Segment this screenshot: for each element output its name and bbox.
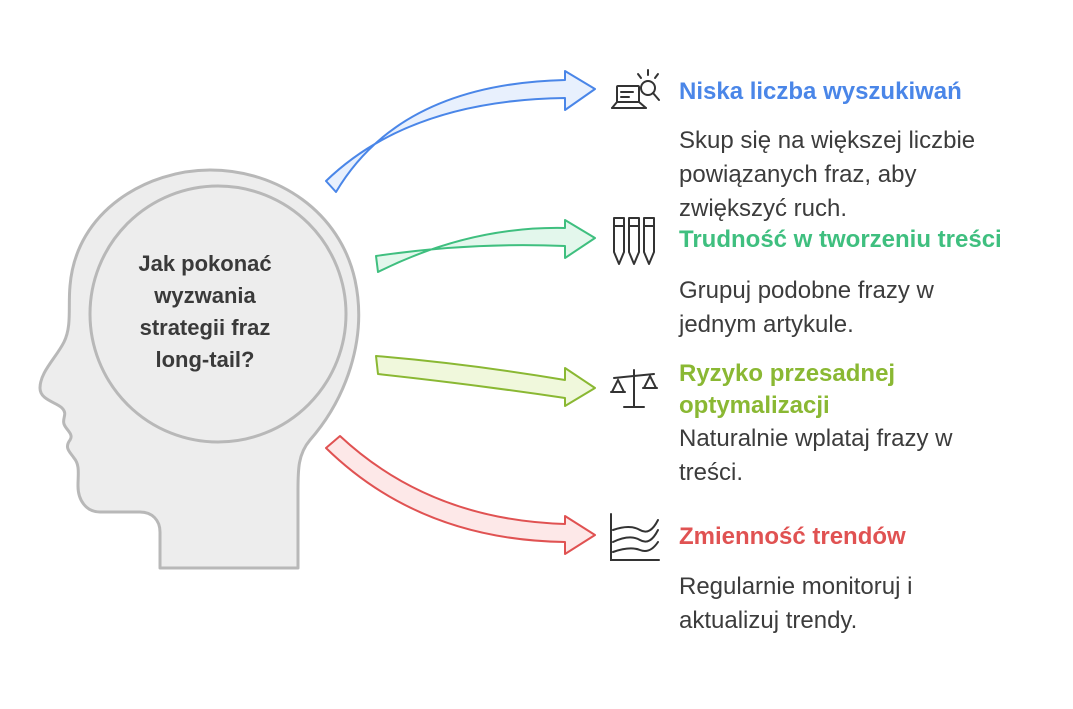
item-description-content-difficulty: Grupuj podobne frazy w jednym artykule. — [679, 277, 934, 338]
item-description-low-search-volume: Skup się na większej liczbie powiązanych… — [679, 127, 976, 222]
arrow-low-search-volume — [325, 70, 596, 193]
item-title-low-search-volume: Niska liczba wyszukiwań — [679, 78, 962, 105]
scales-icon — [610, 369, 658, 408]
arrow-content-difficulty — [375, 219, 596, 273]
item-title-over-optimization-risk: Ryzyko przesadnej optymalizacji — [679, 360, 896, 419]
item-description-trend-volatility: Regularnie monitoruj i aktualizuj trendy… — [679, 573, 913, 634]
pens-icon — [613, 217, 655, 265]
central-question: Jak pokonać wyzwania strategii fraz long… — [138, 251, 272, 372]
item-title-content-difficulty: Trudność w tworzeniu treści — [679, 226, 1002, 253]
thought-circle — [88, 184, 348, 444]
arrow-trend-volatility — [325, 435, 596, 555]
trend-chart-icon — [610, 513, 660, 561]
item-description-over-optimization-risk: Naturalnie wplataj frazy w treści. — [679, 425, 953, 486]
item-title-trend-volatility: Zmienność trendów — [679, 523, 906, 550]
arrow-over-optimization-risk — [375, 355, 596, 407]
laptop-search-icon — [611, 69, 660, 109]
